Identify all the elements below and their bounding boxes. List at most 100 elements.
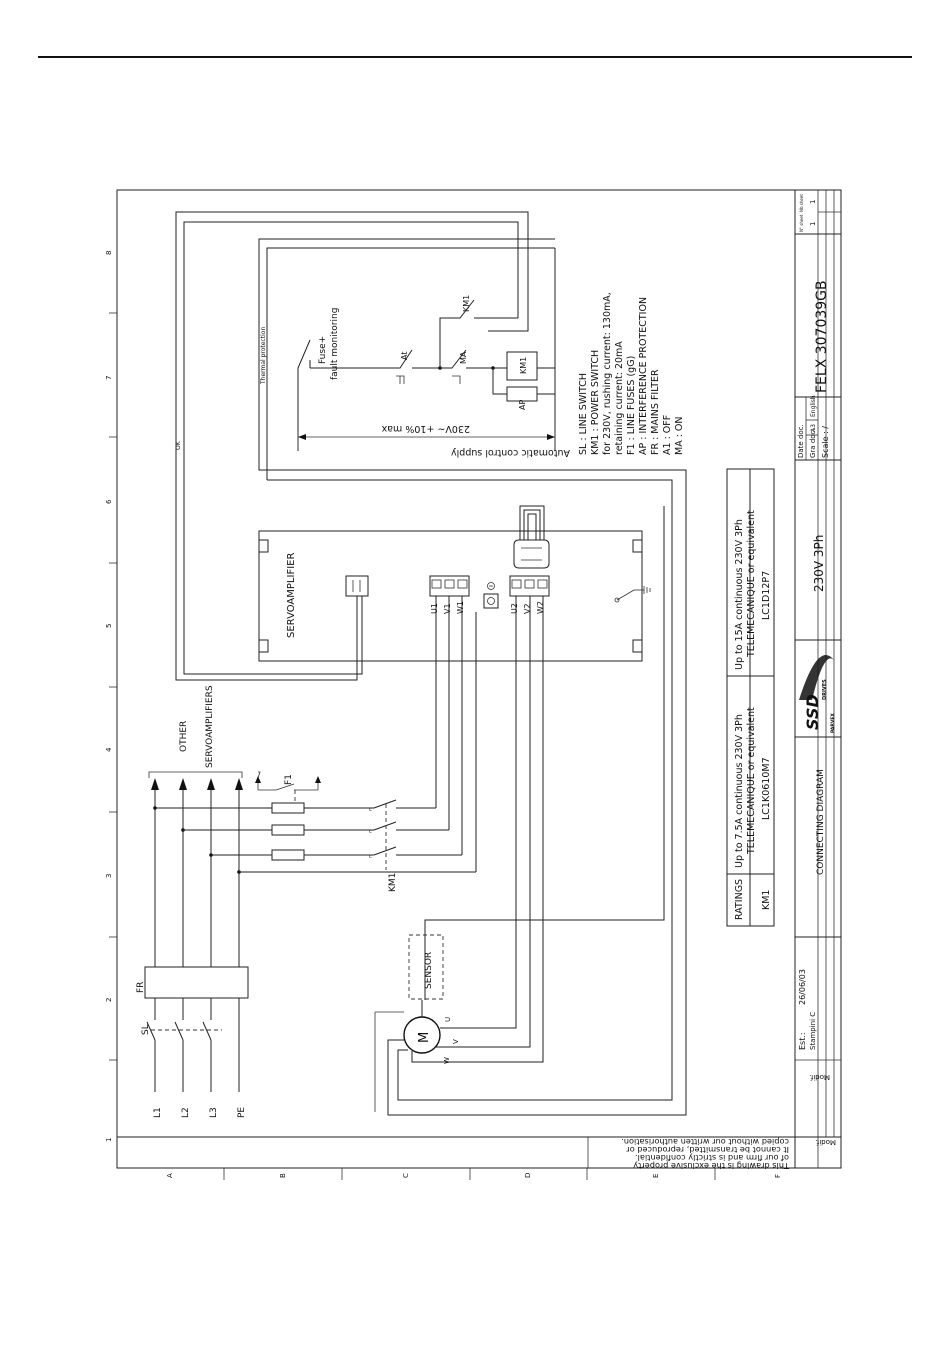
thermal-protection-label: Thermal protection <box>260 327 267 385</box>
mains-filter-label: FR <box>136 982 146 993</box>
supply-caption-label: Automatic control supply <box>451 447 570 458</box>
legend-line: KM1 : POWER SWITCH <box>590 350 601 455</box>
column-number: 1 <box>105 1138 113 1142</box>
motor-v-label: V <box>452 1039 460 1044</box>
legend-line: retaining current: 20mA <box>614 341 625 455</box>
servoamplifier-label: SERVOAMPLIFIER <box>286 553 297 638</box>
column-number: 8 <box>105 251 113 255</box>
drawing-frame <box>109 189 842 1180</box>
legend-line: for 230V, rushing current: 130mA, <box>602 292 613 455</box>
modif-label: Modif. <box>809 1073 830 1081</box>
motor-u-label: U <box>444 1017 452 1022</box>
brand-small-text: PARVEX <box>830 713 836 733</box>
legend-line: MA : ON <box>674 416 685 455</box>
legend-line: AP : INTERFERENCE PROTECTION <box>638 297 649 455</box>
supply-voltage-label: 230V~ +10% max <box>381 423 470 434</box>
terminal-u2-label: U2 <box>510 603 519 614</box>
sensor-block: SENSOR <box>408 934 444 1000</box>
language-label: English <box>810 395 817 417</box>
row-letter: C <box>402 1173 410 1178</box>
confidentiality-line: This drawing is the exclusive property <box>633 1161 790 1171</box>
sensor-wiring <box>424 506 665 1000</box>
interference-protection-ap <box>506 386 538 402</box>
servoamplifier: SERVOAMPLIFIER U1 V1 W1 U2 V2 W2 <box>258 530 651 662</box>
gra-doc-label: Gra doc. <box>809 428 817 458</box>
sensor-label: SENSOR <box>424 952 434 989</box>
km1-contact-label: KM1 <box>462 295 471 312</box>
row-letters: A B C D E F <box>166 1173 782 1178</box>
confidentiality-line: It cannot be transmitted, reproduced or <box>626 1145 789 1155</box>
brand-logo-text: SSD <box>803 694 822 730</box>
size-label: A3 <box>810 424 817 432</box>
svg-text:c: c <box>369 829 372 835</box>
drawing-title: CONNECTING DIAGRAM <box>816 769 826 875</box>
line-fuses-f1: F1 <box>255 771 321 861</box>
ap-label: AP <box>518 400 527 410</box>
rating-cell: Up to 7.5A continuous 230V 3Ph <box>734 714 745 868</box>
ma-label: MA <box>459 351 468 364</box>
rating-cell: TELEMECANIQUE or equivalent <box>746 707 757 855</box>
motor-label: M <box>417 1032 432 1043</box>
row-letter: A <box>166 1173 174 1178</box>
sheet-no: 1 <box>809 222 817 226</box>
legend-line: SL : LINE SWITCH <box>578 373 589 455</box>
row-letter: D <box>524 1173 532 1178</box>
sheet-no-label: N° sheet <box>799 214 804 232</box>
ratings-table: RATINGS KM1 Up to 7.5A continuous 230V 3… <box>726 468 775 927</box>
rating-cell: Up to 15A continuous 230V 3Ph <box>734 519 745 670</box>
arrows-other-servoamplifiers <box>151 778 243 790</box>
sheet-count-label: Nb sheet <box>799 194 804 212</box>
line-switch-label: SL <box>141 1024 151 1035</box>
confidentiality-line: copied without our written authorisation… <box>621 1137 789 1147</box>
est-label: Est.: <box>798 1032 807 1050</box>
terminal-l3-label: L3 <box>209 1107 219 1118</box>
legend-line: F1 : LINE FUSES (gG) <box>626 356 637 455</box>
km1-power-label: KM1 <box>388 873 398 892</box>
row-letter: B <box>279 1173 287 1178</box>
title-block: Modif. Modif. Est.: 26/06/03 Stampini C … <box>794 190 841 1168</box>
column-number: 6 <box>105 499 113 504</box>
control-circuit: Fuse+ fault monitoring At MA KM1 KM1 AP <box>297 248 570 458</box>
other-label: OTHER <box>179 721 189 752</box>
rating-cell: LC1K0610M7 <box>761 757 772 820</box>
motor: M U V W <box>374 596 544 1112</box>
column-number: 7 <box>105 376 113 380</box>
sensor-cable <box>519 505 545 540</box>
date-doc-label: Date doc. <box>797 424 805 458</box>
terminal-w2-label: W2 <box>536 601 545 614</box>
row-letter: F <box>774 1174 782 1178</box>
power-switch-km1: c c c KM1 <box>369 799 404 892</box>
terminal-v1-label: V1 <box>443 603 452 614</box>
km1-coil-label: KM1 <box>519 357 528 374</box>
column-number: 2 <box>105 998 113 1002</box>
terminal-l2-label: L2 <box>181 1107 191 1118</box>
legend-line: FR : MAINS FILTER <box>650 369 661 455</box>
earth-symbol <box>487 582 495 590</box>
mains-input: L1 L2 L3 PE SL FR <box>136 612 477 1118</box>
other-servo-bracket <box>148 771 243 778</box>
ratings-header: RATINGS <box>734 879 745 920</box>
ok-wiring: OK <box>175 211 529 681</box>
component-legend: SL : LINE SWITCH KM1 : POWER SWITCH for … <box>578 292 685 455</box>
sheet-count: 1 <box>809 200 817 204</box>
terminal-w1-label: W1 <box>456 601 465 614</box>
voltage-label: 230V 3Ph <box>812 535 826 592</box>
column-number: 4 <box>105 747 113 752</box>
brand-sub-text: DRIVES <box>822 679 828 700</box>
confidentiality-notice: This drawing is the exclusive property o… <box>587 1137 796 1171</box>
legend-line: A1 : OFF <box>662 415 673 455</box>
est-name: Stampini C <box>809 1012 817 1050</box>
mains-filter-fr: FR <box>136 966 249 999</box>
est-date: 26/06/03 <box>798 969 807 1005</box>
sensor-connector <box>513 539 550 569</box>
earth-terminal <box>483 593 499 609</box>
document-number: FELX 307039GB <box>814 280 830 393</box>
other-label: SERVOAMPLIFIERS <box>205 685 215 768</box>
svg-text:c: c <box>369 854 372 860</box>
terminal-pe-label: PE <box>237 1107 247 1118</box>
terminal-u1-label: U1 <box>430 603 439 614</box>
rating-cell: LC1D12P7 <box>761 571 772 620</box>
fuses-label: F1 <box>284 774 294 785</box>
at-label: At <box>400 352 409 360</box>
